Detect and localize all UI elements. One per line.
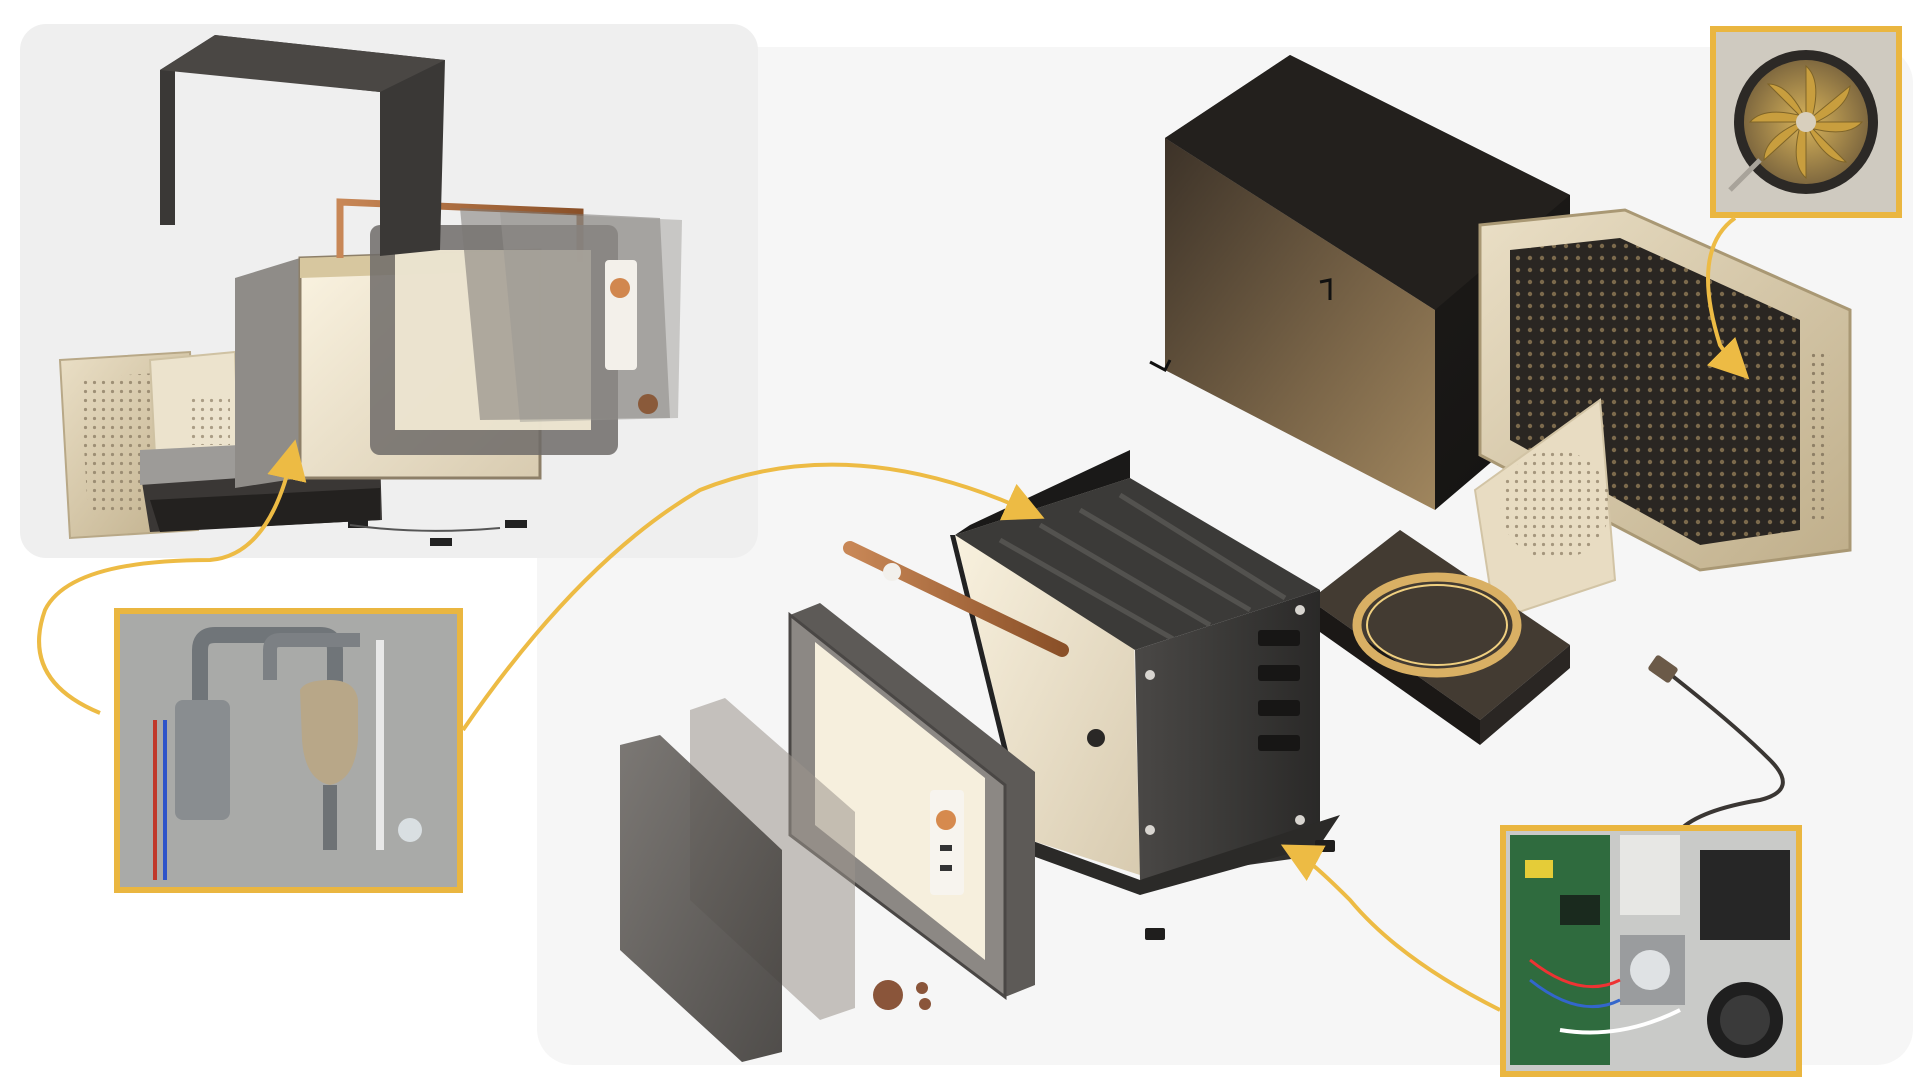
fan-photo-callout	[1710, 26, 1902, 218]
fan-back-plate	[1473, 398, 1617, 622]
main-exploded-group	[620, 55, 1852, 1062]
arrow-fan-to-rear-panel	[1706, 216, 1750, 380]
door-knob-small-1	[916, 982, 928, 994]
arrow-plumbing-to-cavity	[461, 462, 1045, 732]
door-knob-small-2	[919, 998, 931, 1010]
foot-2	[1315, 840, 1335, 852]
electronics-photo-callout	[1500, 825, 1802, 1077]
plumbing-icon	[153, 627, 422, 880]
electronics-icon	[1510, 835, 1790, 1065]
arrow-electronics-to-chassis	[1280, 844, 1501, 1012]
foot-1	[1145, 928, 1165, 940]
door-knob-large	[873, 980, 903, 1010]
door-glass-outer	[620, 735, 782, 1062]
door-frame	[788, 603, 1035, 1001]
overview-glass-2	[500, 212, 682, 422]
arrow-plumbing-to-overview	[37, 439, 307, 715]
plumbing-photo-callout	[114, 608, 463, 893]
base-plate-heater	[1310, 530, 1570, 745]
overview-cavity-side	[235, 258, 300, 488]
assembled-overview-group	[58, 35, 682, 546]
outer-shell-cover	[1149, 55, 1570, 510]
